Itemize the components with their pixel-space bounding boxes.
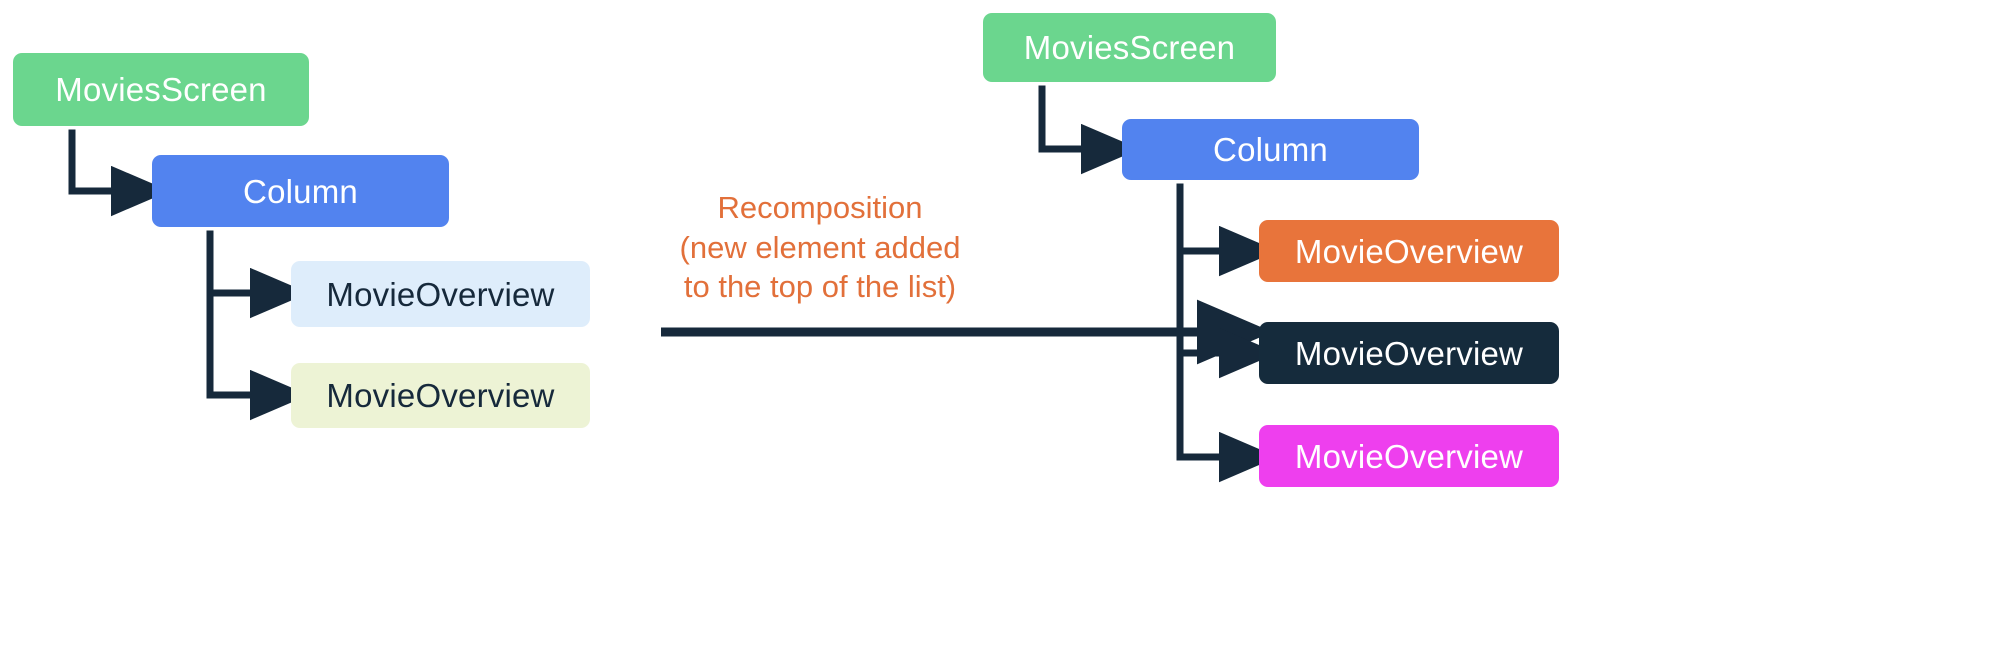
right-edge-column-trunk [1176,183,1278,483]
left-node-movie-overview-2-label: MovieOverview [326,377,555,414]
right-node-movie-overview-2-label: MovieOverview [1294,334,1524,372]
left-node-movie-overview-1: MovieOverview [291,261,590,327]
left-node-movie-overview-2: MovieOverview [291,363,590,428]
left-node-movies-screen: MoviesScreen [13,53,309,126]
left-node-column: Column [152,155,449,227]
left-node-movie-overview-1-label: MovieOverview [326,275,555,313]
right-node-movie-overview-2: MovieOverview [1259,322,1559,384]
left-edge-column-trunk [206,230,309,421]
right-node-movies-screen: MoviesScreen [983,13,1276,82]
recomposition-label-line-1: Recomposition [717,190,923,225]
right-edge-root-to-column [1038,85,1140,175]
left-edge-root-to-column [68,129,170,217]
right-node-movie-overview-1: MovieOverview [1259,220,1559,282]
right-node-movie-overview-1-label: MovieOverview [1294,232,1524,270]
recomposition-label-line-2: (new element added [679,229,961,265]
recomposition-label-line-3: to the top of the list) [683,269,957,305]
recomposition-label: Recomposition (new element added to the … [640,188,1000,307]
left-node-movies-screen-label: MoviesScreen [55,71,267,108]
left-node-column-label: Column [243,172,358,210]
right-node-movie-overview-3: MovieOverview [1259,425,1559,487]
right-node-movies-screen-label: MoviesScreen [1023,29,1236,66]
right-node-column: Column [1122,119,1419,180]
right-node-column-label: Column [1213,131,1328,168]
right-node-movie-overview-3-label: MovieOverview [1294,437,1524,475]
